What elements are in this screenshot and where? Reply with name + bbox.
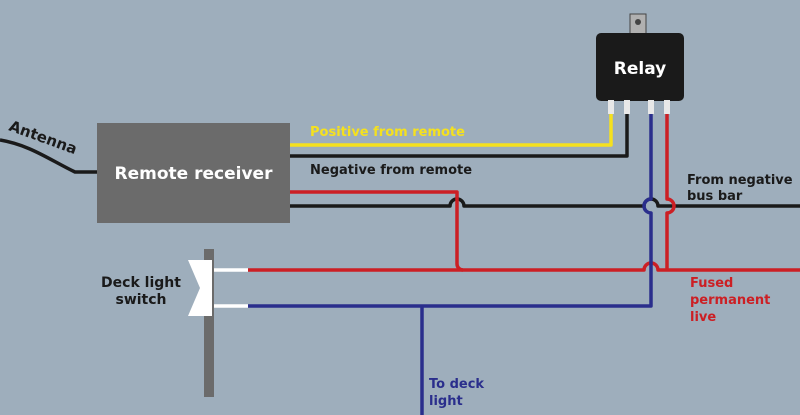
relay-label: Relay bbox=[614, 59, 666, 79]
fused-permanent-live-label-1: Fused bbox=[690, 276, 733, 291]
deck-light-switch-rocker bbox=[188, 260, 212, 316]
relay-pin-3 bbox=[648, 100, 654, 114]
relay-pin-4 bbox=[664, 100, 670, 114]
remote-receiver-box bbox=[97, 123, 290, 223]
fused-permanent-live-label-2: permanent bbox=[690, 293, 770, 308]
from-negative-bus-bar-label-1: From negative bbox=[687, 173, 793, 188]
relay-pin-2 bbox=[624, 100, 630, 114]
relay-pin-1 bbox=[608, 100, 614, 114]
negative-wire-relay bbox=[290, 112, 629, 158]
positive-from-remote-label: Positive from remote bbox=[310, 125, 465, 140]
receiver-live-wire bbox=[290, 190, 464, 272]
antenna-wire bbox=[0, 138, 97, 174]
negative-bus-bar-wire bbox=[290, 197, 800, 208]
to-deck-light-label-2: light bbox=[429, 394, 463, 409]
from-negative-bus-bar-label-2: bus bar bbox=[687, 189, 743, 204]
negative-from-remote-label: Negative from remote bbox=[310, 163, 472, 178]
relay-live-wire bbox=[665, 112, 676, 270]
relay-lamp-wire bbox=[248, 112, 653, 308]
fused-permanent-live-wire bbox=[248, 261, 800, 272]
deck-light-switch-label-1: Deck light bbox=[101, 275, 181, 291]
deck-light-switch-bar bbox=[204, 249, 214, 397]
positive-wire bbox=[290, 112, 613, 147]
deck-light-switch-label-2: switch bbox=[115, 292, 166, 308]
relay-box bbox=[596, 33, 684, 101]
remote-receiver-label: Remote receiver bbox=[115, 164, 274, 184]
to-deck-light-label-1: To deck bbox=[429, 377, 484, 392]
relay-tab-hole bbox=[635, 19, 641, 25]
fused-permanent-live-label-3: live bbox=[690, 310, 716, 325]
antenna-label: Antenna bbox=[7, 117, 80, 158]
